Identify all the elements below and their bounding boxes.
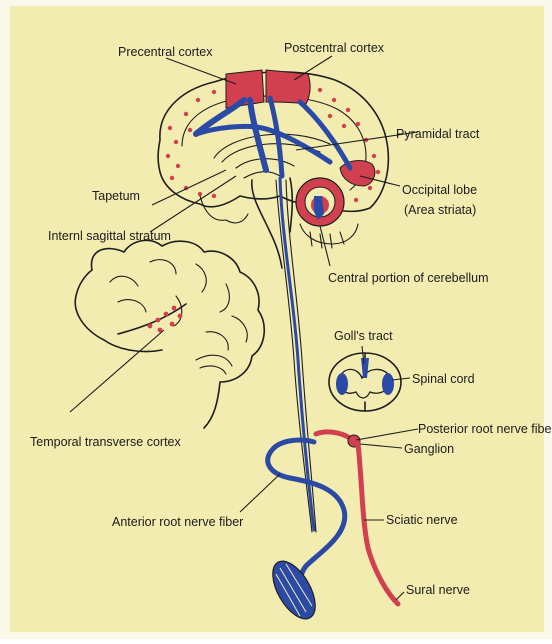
label-pyramidal-tract: Pyramidal tract [396,127,480,141]
label-ganglion: Ganglion [404,442,454,456]
label-internal-sagittal-stratum: Internl sagittal stratum [48,229,171,243]
label-sciatic-nerve: Sciatic nerve [386,513,458,527]
label-anterior-root-nerve-fiber: Anterior root nerve fiber [112,515,243,529]
label-postcentral-cortex: Postcentral cortex [284,41,385,55]
label-occipital-lobe: Occipital lobe [402,183,477,197]
label-golls-tract: Goll's tract [334,329,393,343]
label-central-portion-cerebellum: Central portion of cerebellum [328,271,489,285]
label-tapetum: Tapetum [92,189,140,203]
spinal-cord-section [329,353,401,411]
label-sural-nerve: Sural nerve [406,583,470,597]
label-temporal-transverse-cortex: Temporal transverse cortex [30,435,182,449]
label-spinal-cord: Spinal cord [412,372,475,386]
label-precentral-cortex: Precentral cortex [118,45,213,59]
label-area-striata: (Area striata) [404,203,476,217]
label-posterior-root-nerve-fiber: Posterior root nerve fiber [418,422,552,436]
